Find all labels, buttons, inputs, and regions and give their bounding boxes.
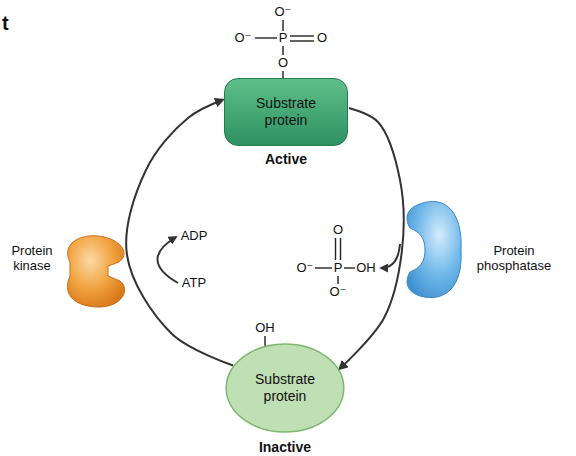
- label-text: Protein phosphatase: [468, 244, 560, 274]
- substrate-box: Substrate proteinActive: [224, 78, 348, 146]
- state-caption: Active: [265, 151, 307, 167]
- label-text: P: [279, 31, 288, 46]
- cycle-arrow: [126, 100, 233, 366]
- label-text: O⁻: [275, 5, 292, 20]
- label-text: O⁻: [297, 261, 314, 276]
- state-caption: Inactive: [259, 439, 311, 455]
- label-text: ATP: [182, 276, 206, 291]
- label-text: O: [278, 56, 288, 71]
- node-text: Substrate protein: [242, 371, 328, 405]
- substrate-ellipse: Substrate proteinInactive: [225, 343, 345, 433]
- label-text: O⁻: [235, 31, 252, 46]
- label-text: O⁻: [330, 285, 347, 300]
- phosphate-release-arrow: [381, 244, 400, 268]
- hydroxyl-bond: [264, 336, 265, 347]
- label-text: P: [334, 261, 343, 276]
- label-text: OH: [356, 261, 376, 276]
- atp-adp-arrow: [157, 237, 178, 283]
- cycle-arrow: [339, 108, 403, 369]
- phosphate-bonds-free: [315, 238, 355, 284]
- label-text: O: [317, 31, 327, 46]
- phosphate-bonds-active: [255, 20, 314, 78]
- label-text: O: [333, 223, 343, 238]
- label-text: Protein kinase: [2, 244, 62, 274]
- phosphatase-shape: [407, 201, 461, 297]
- node-text: Substrate protein: [243, 95, 329, 129]
- title-fragment: t: [2, 12, 9, 35]
- label-text: OH: [255, 321, 275, 336]
- label-text: ADP: [181, 229, 208, 244]
- kinase-shape: [67, 236, 124, 307]
